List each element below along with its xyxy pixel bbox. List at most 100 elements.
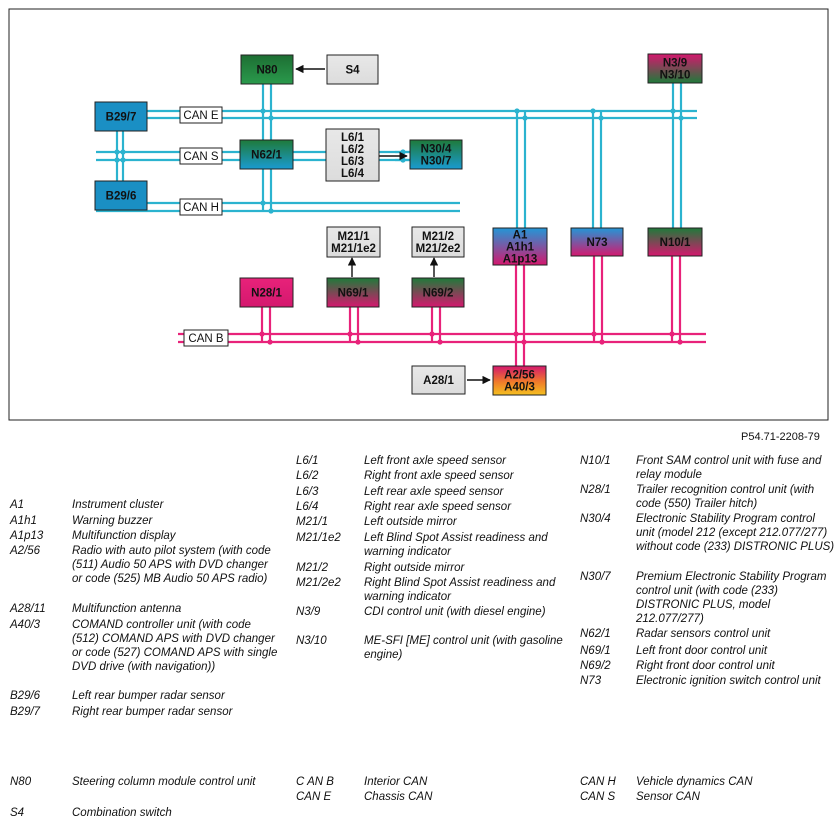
control-unit-label: N28/1 — [251, 288, 282, 300]
control-unit-label: M21/2e2 — [416, 243, 461, 255]
junction-dot — [347, 331, 353, 337]
legend-code: A1h1 — [10, 515, 37, 527]
control-unit-n73: N73 — [570, 227, 624, 257]
control-unit-n69-2: N69/2 — [411, 277, 465, 308]
control-unit-label: B29/6 — [106, 191, 137, 203]
bus-label-can-e: CAN E — [179, 106, 223, 124]
control-unit-label: N69/2 — [423, 288, 454, 300]
control-unit-n69-1: N69/1 — [326, 277, 380, 308]
control-unit-label: N80 — [256, 65, 277, 77]
svg-text:CAN B: CAN B — [188, 333, 223, 345]
control-unit-label: A1 — [513, 230, 528, 242]
legend-code: N80 — [10, 776, 32, 788]
control-unit-label: L6/4 — [341, 168, 365, 180]
legend-code: A28/11 — [10, 603, 46, 615]
svg-text:CAN E: CAN E — [183, 110, 218, 122]
legend-description: Vehicle dynamics CAN — [636, 776, 753, 788]
control-unit-a28: A28/1 — [411, 365, 466, 395]
legend-code: CAN S — [580, 791, 616, 803]
legend-description: Right Blind Spot Assist readiness and wa… — [364, 577, 556, 603]
junction-dot — [678, 115, 684, 121]
legend-code: M21/2e2 — [296, 577, 341, 589]
legend-description: Multifunction display — [72, 530, 176, 542]
legend-description: Front SAM control unit with fuse and rel… — [636, 455, 822, 481]
junction-dot — [260, 108, 266, 114]
control-unit-n62: N62/1 — [239, 139, 294, 170]
legend-code: N28/1 — [580, 484, 611, 496]
legend-description: Radio with auto pilot system (with code … — [72, 545, 271, 585]
control-unit-label: L6/2 — [341, 144, 364, 156]
legend-code: B29/7 — [10, 706, 41, 718]
control-unit-label: B29/7 — [106, 112, 137, 124]
legend-code: N10/1 — [580, 455, 611, 467]
control-unit-label: N73 — [586, 237, 607, 249]
legend-description: Left rear axle speed sensor — [364, 486, 504, 498]
junction-dot — [437, 339, 443, 345]
legend-description: Electronic ignition switch control unit — [636, 675, 821, 687]
legend-description: Warning buzzer — [72, 515, 153, 527]
legend-code: A1 — [10, 499, 25, 511]
legend-description: Right rear axle speed sensor — [364, 501, 512, 513]
legend-code: A1p13 — [10, 530, 44, 542]
legend-code: S4 — [10, 807, 25, 819]
control-unit-label: N30/7 — [421, 156, 452, 168]
legend-code: M21/2 — [296, 562, 328, 574]
junction-dot — [268, 115, 274, 121]
legend-description: Combination switch — [72, 807, 172, 819]
control-unit-label: N30/4 — [421, 144, 452, 156]
junction-dot — [513, 331, 519, 337]
figure-reference: P54.71-2208-79 — [741, 431, 820, 443]
junction-dot — [590, 108, 596, 114]
legend-description: Trailer recognition control unit (with c… — [636, 484, 815, 510]
junction-dot — [670, 108, 676, 114]
control-unit-s4: S4 — [326, 54, 379, 85]
junction-dot — [429, 331, 435, 337]
legend-code: CAN H — [580, 776, 616, 788]
control-unit-label: A28/1 — [423, 375, 454, 387]
legend-code: L6/3 — [296, 486, 319, 498]
legend-code: N3/10 — [296, 635, 327, 647]
legend-description: Right front door control unit — [636, 660, 775, 672]
legend-description: COMAND controller unit (with code (512) … — [72, 619, 278, 673]
control-unit-label: A40/3 — [504, 382, 535, 394]
junction-dot — [259, 331, 265, 337]
legend-code: M21/1e2 — [296, 532, 341, 544]
legend-code: L6/2 — [296, 470, 319, 482]
control-unit-n3: N3/9N3/10 — [647, 53, 703, 84]
legend-code: M21/1 — [296, 516, 328, 528]
legend-code: N69/1 — [580, 645, 611, 657]
bus-label-can-h: CAN H — [179, 198, 223, 216]
legend-code: N30/4 — [580, 513, 611, 525]
control-unit-label: A1h1 — [506, 242, 535, 254]
control-unit-label: M21/2 — [422, 231, 454, 243]
control-unit-b29-6: B29/6 — [94, 180, 148, 211]
legend-description: Left front axle speed sensor — [364, 455, 506, 467]
legend-description: CDI control unit (with diesel engine) — [364, 606, 546, 618]
legend-description: Interior CAN — [364, 776, 428, 788]
junction-dot — [120, 157, 126, 163]
legend-description: Left rear bumper radar sensor — [72, 690, 225, 702]
bus-label-can-s: CAN S — [179, 147, 223, 165]
control-unit-label: A1p13 — [503, 254, 538, 266]
legend-description: Left Blind Spot Assist readiness and war… — [364, 532, 548, 558]
legend-code: A2/56 — [10, 545, 41, 557]
legend-description: Premium Electronic Stability Program con… — [636, 571, 827, 625]
junction-dot — [521, 339, 527, 345]
svg-text:CAN S: CAN S — [183, 151, 218, 163]
legend-description: Electronic Stability Program control uni… — [636, 513, 835, 553]
control-unit-n80: N80 — [240, 54, 294, 85]
control-unit-label: L6/3 — [341, 156, 364, 168]
legend-code: B29/6 — [10, 690, 41, 702]
control-unit-label: L6/1 — [341, 132, 365, 144]
control-unit-label: M21/1 — [338, 231, 371, 243]
legend-description: Multifunction antenna — [72, 603, 182, 615]
can-network-diagram: CAN E CAN S CAN H CAN B N80 S4 N3/9N3/10B29/7… — [8, 8, 829, 421]
legend-description: Chassis CAN — [364, 791, 433, 803]
legend-description: Instrument cluster — [72, 499, 164, 511]
